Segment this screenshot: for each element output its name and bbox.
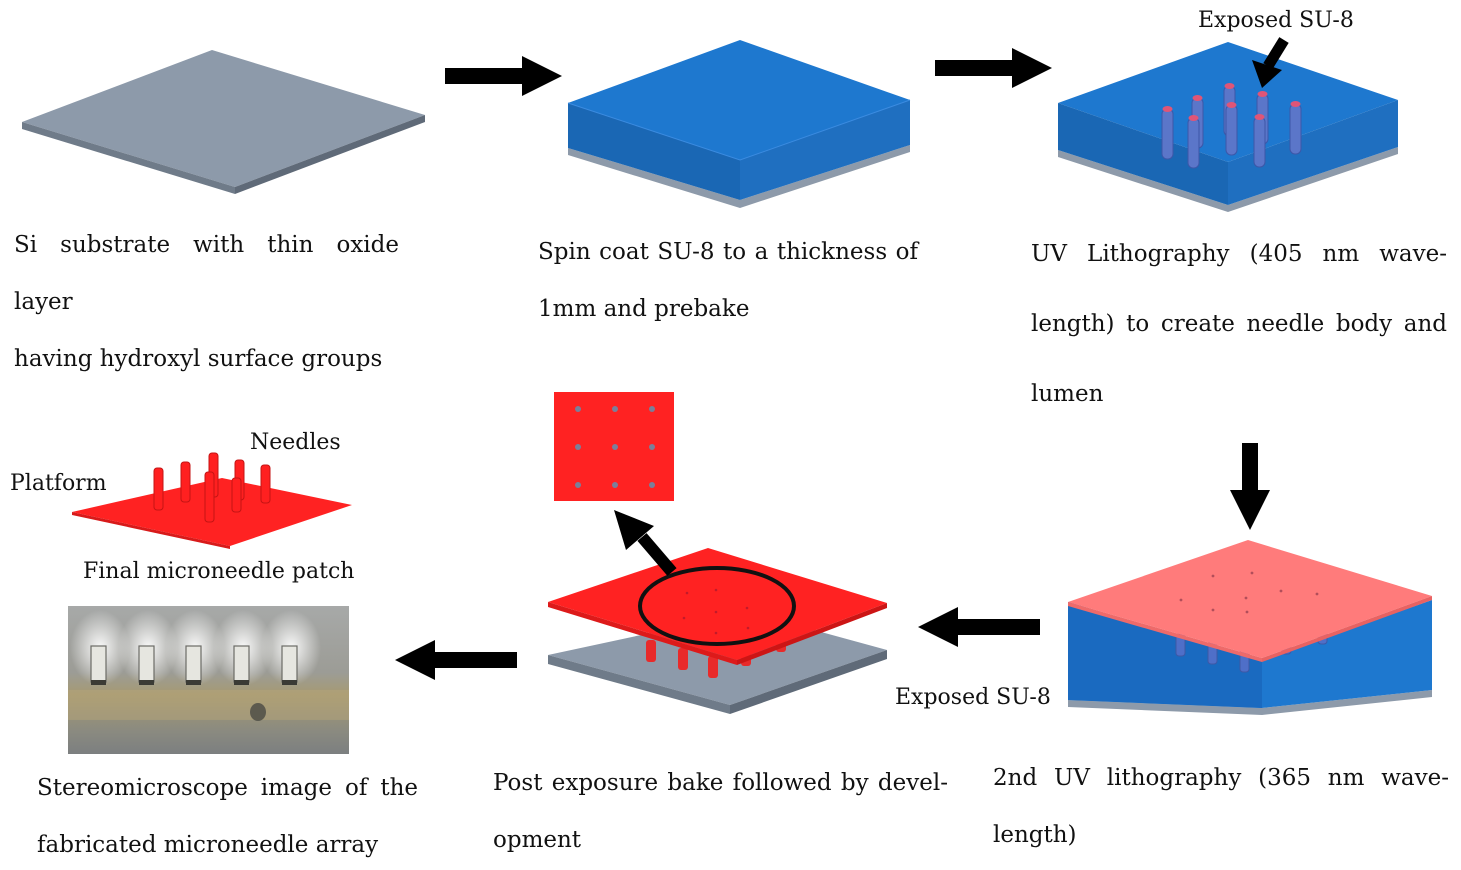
uv-lithography-block: [1058, 42, 1398, 212]
step1-caption: Si substrate with thin oxide layer havin…: [14, 217, 399, 388]
caption-line: Stereomicroscope image of the: [37, 775, 418, 801]
step3-caption: UV Lithography (405 nm wave- length) to …: [1031, 219, 1447, 429]
highlight-circle: [638, 566, 796, 646]
arrow-left-icon: [918, 607, 1040, 647]
arrow-diagonal-icon: [614, 510, 677, 576]
step5-caption: Post exposure bake followed by devel- op…: [493, 755, 948, 869]
final-patch-caption: Final microneedle patch: [83, 559, 355, 584]
final-microneedle-patch: [72, 452, 352, 549]
patch-top-view: [554, 392, 674, 501]
step4-caption: 2nd UV lithography (365 nm wave- length): [993, 750, 1449, 864]
arrow-right-icon: [935, 48, 1052, 88]
caption-line: Si substrate with thin oxide layer: [14, 232, 399, 315]
second-uv-block: [1068, 540, 1432, 715]
su8-coated-substrate: [567, 40, 911, 208]
caption-line: length): [993, 822, 1077, 848]
step2-caption: Spin coat SU-8 to a thickness of 1mm and…: [538, 224, 918, 338]
pointer-arrow-icon: [1252, 37, 1289, 88]
caption-line: lumen: [1031, 381, 1104, 407]
caption-line: 1mm and prebake: [538, 296, 750, 322]
arrow-right-icon: [445, 56, 562, 96]
step6-caption: Stereomicroscope image of the fabricated…: [37, 760, 418, 870]
caption-line: length) to create needle body and: [1031, 311, 1447, 337]
developed-patch-on-substrate: [548, 548, 887, 714]
exposed-su8-label-bottom: Exposed SU-8: [895, 685, 1051, 710]
needles-label: Needles: [250, 430, 341, 455]
platform-label: Platform: [10, 471, 107, 496]
caption-line: Post exposure bake followed by devel-: [493, 770, 948, 796]
caption-line: opment: [493, 827, 582, 853]
caption-line: 2nd UV lithography (365 nm wave-: [993, 765, 1449, 791]
si-substrate-plate: [22, 50, 425, 194]
arrow-down-icon: [1230, 443, 1270, 530]
caption-line: having hydroxyl surface groups: [14, 346, 383, 372]
caption-line: UV Lithography (405 nm wave-: [1031, 241, 1447, 267]
arrow-left-icon: [395, 640, 517, 680]
stereomicroscope-photo: [68, 606, 349, 754]
caption-line: Spin coat SU-8 to a thickness of: [538, 239, 918, 265]
exposed-su8-label-top: Exposed SU-8: [1198, 8, 1354, 33]
caption-line: fabricated microneedle array: [37, 832, 379, 858]
